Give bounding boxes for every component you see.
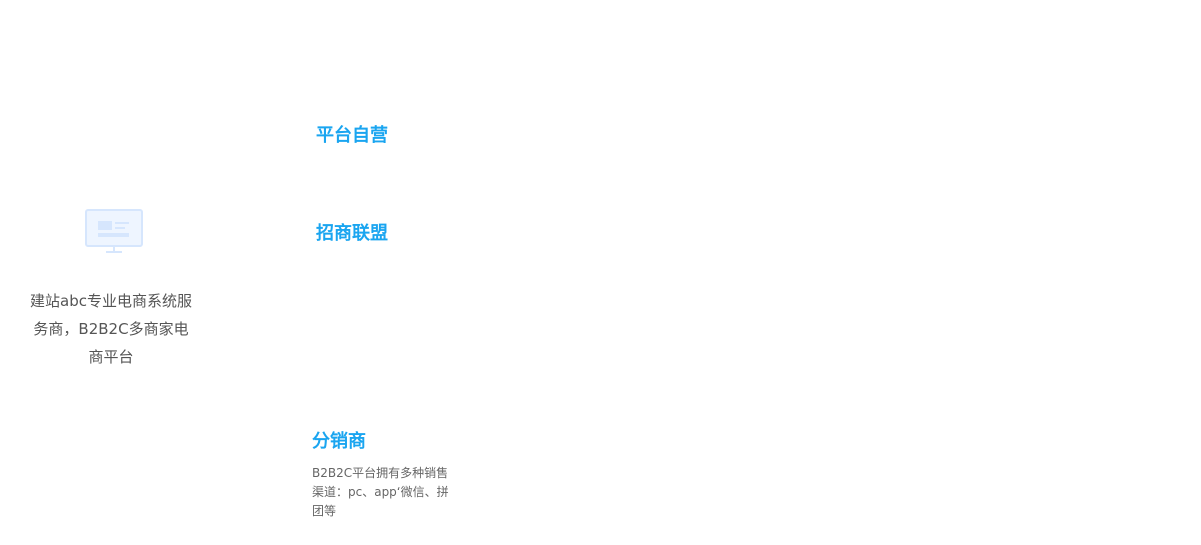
monitor-icon [85, 209, 143, 259]
distributor-description: B2B2C平台拥有多种销售渠道：pc、app‘微信、拼团等 [312, 466, 449, 518]
intro-text: 建站abc专业电商系统服务商，B2B2C多商家电商平台 [30, 292, 192, 366]
mode-title-merchant-alliance: 招商联盟 [316, 223, 388, 244]
mode-title-distributor: 分销商 [312, 431, 366, 452]
mode-title-self-operated: 平台自营 [316, 125, 388, 146]
